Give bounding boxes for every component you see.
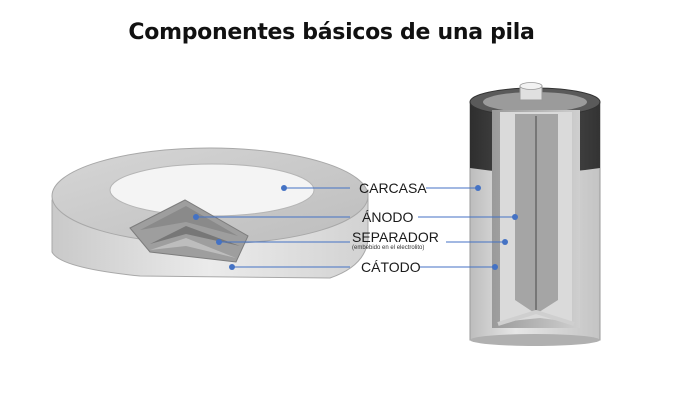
leader-dot-carcasa-left (281, 185, 287, 191)
label-separador-note: (embebido en el electrolito) (352, 245, 424, 251)
label-anodo: ÁNODO (362, 209, 413, 225)
leader-dot-anodo-right (512, 214, 518, 220)
leader-dot-separador-left (216, 239, 222, 245)
label-catodo: CÁTODO (361, 259, 421, 275)
label-separador: SEPARADOR (352, 229, 439, 245)
leader-dot-separador-right (502, 239, 508, 245)
cylindrical-cell-illustration (470, 83, 600, 347)
leader-dot-carcasa-right (475, 185, 481, 191)
label-carcasa: CARCASA (359, 180, 427, 196)
leader-dot-catodo-left (229, 264, 235, 270)
leader-dot-anodo-left (193, 214, 199, 220)
diagram-title: Componentes básicos de una pila (0, 20, 693, 45)
coin-cell-illustration (52, 148, 368, 278)
leader-dot-catodo-right (492, 264, 498, 270)
